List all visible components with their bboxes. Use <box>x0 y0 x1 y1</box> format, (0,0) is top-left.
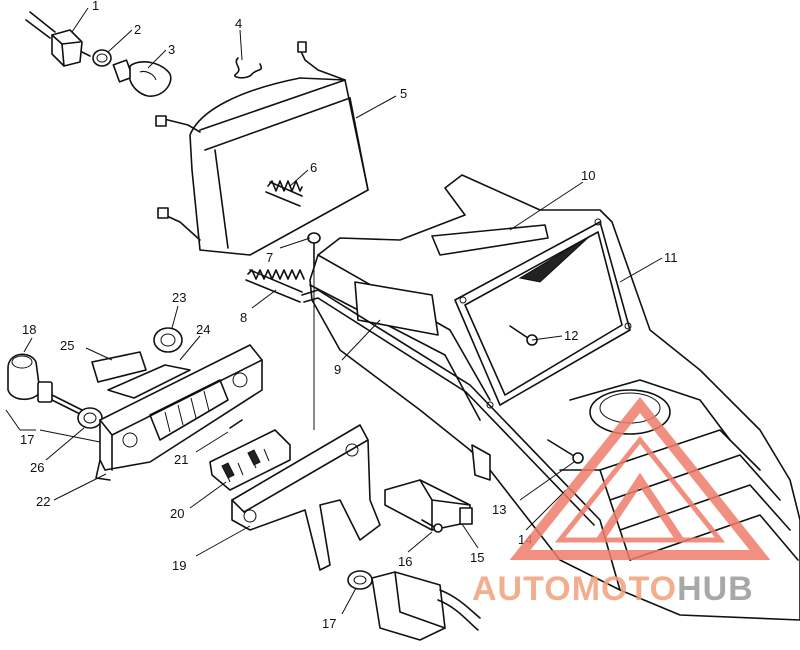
part-headlight-housing <box>155 41 369 256</box>
callout-19: 19 <box>172 558 186 573</box>
callout-2: 2 <box>134 22 141 37</box>
callout-6: 6 <box>310 160 317 175</box>
part-ignition-switch <box>347 570 481 641</box>
callout-20: 20 <box>170 506 184 521</box>
part-switch-block <box>209 429 291 491</box>
callout-10: 10 <box>581 168 595 183</box>
callout-15: 15 <box>470 550 484 565</box>
part-label-25 <box>91 351 147 383</box>
part-hood-console <box>301 174 800 621</box>
leader-lines <box>5 7 663 615</box>
callout-17-upper: 17 <box>20 432 34 447</box>
watermark-logo-icon <box>509 396 771 560</box>
callout-12: 12 <box>564 328 578 343</box>
callout-23: 23 <box>172 290 186 305</box>
callout-3: 3 <box>168 42 175 57</box>
watermark-text-part2: HUB <box>677 570 754 608</box>
part-bulb <box>112 59 172 97</box>
watermark-text: AUTOMOTOHUB <box>472 570 754 608</box>
watermark-text-part1: AUTOMOTO <box>472 570 677 608</box>
part-key <box>37 381 103 429</box>
callout-26: 26 <box>30 460 44 475</box>
callout-16: 16 <box>398 554 412 569</box>
part-switch-15 <box>384 479 473 531</box>
callout-13: 13 <box>492 502 506 517</box>
callout-8: 8 <box>240 310 247 325</box>
part-bracket-19 <box>231 424 381 571</box>
part-screw-13 <box>547 439 584 464</box>
part-grommet <box>153 327 183 353</box>
callout-25: 25 <box>60 338 74 353</box>
callout-17-lower: 17 <box>322 616 336 631</box>
part-screw-16 <box>421 519 443 533</box>
callout-1: 1 <box>92 0 99 13</box>
part-spring-6 <box>265 180 303 207</box>
watermark: AUTOMOTOHUB <box>472 396 771 608</box>
part-socket-ring <box>92 49 112 67</box>
part-spring-8 <box>245 269 305 303</box>
part-screw-12 <box>509 325 538 346</box>
part-pin-21 <box>229 419 243 429</box>
callout-21: 21 <box>174 452 188 467</box>
callout-9: 9 <box>334 362 341 377</box>
callout-24: 24 <box>196 322 210 337</box>
callout-5: 5 <box>400 86 407 101</box>
part-connector <box>25 11 91 67</box>
callout-22: 22 <box>36 494 50 509</box>
part-key-cap <box>7 353 41 401</box>
part-spring-clip <box>234 57 263 79</box>
part-dash-panel <box>95 344 263 481</box>
callout-7: 7 <box>266 250 273 265</box>
callout-11: 11 <box>664 250 678 265</box>
callout-4: 4 <box>235 16 242 31</box>
callout-18: 18 <box>22 322 36 337</box>
